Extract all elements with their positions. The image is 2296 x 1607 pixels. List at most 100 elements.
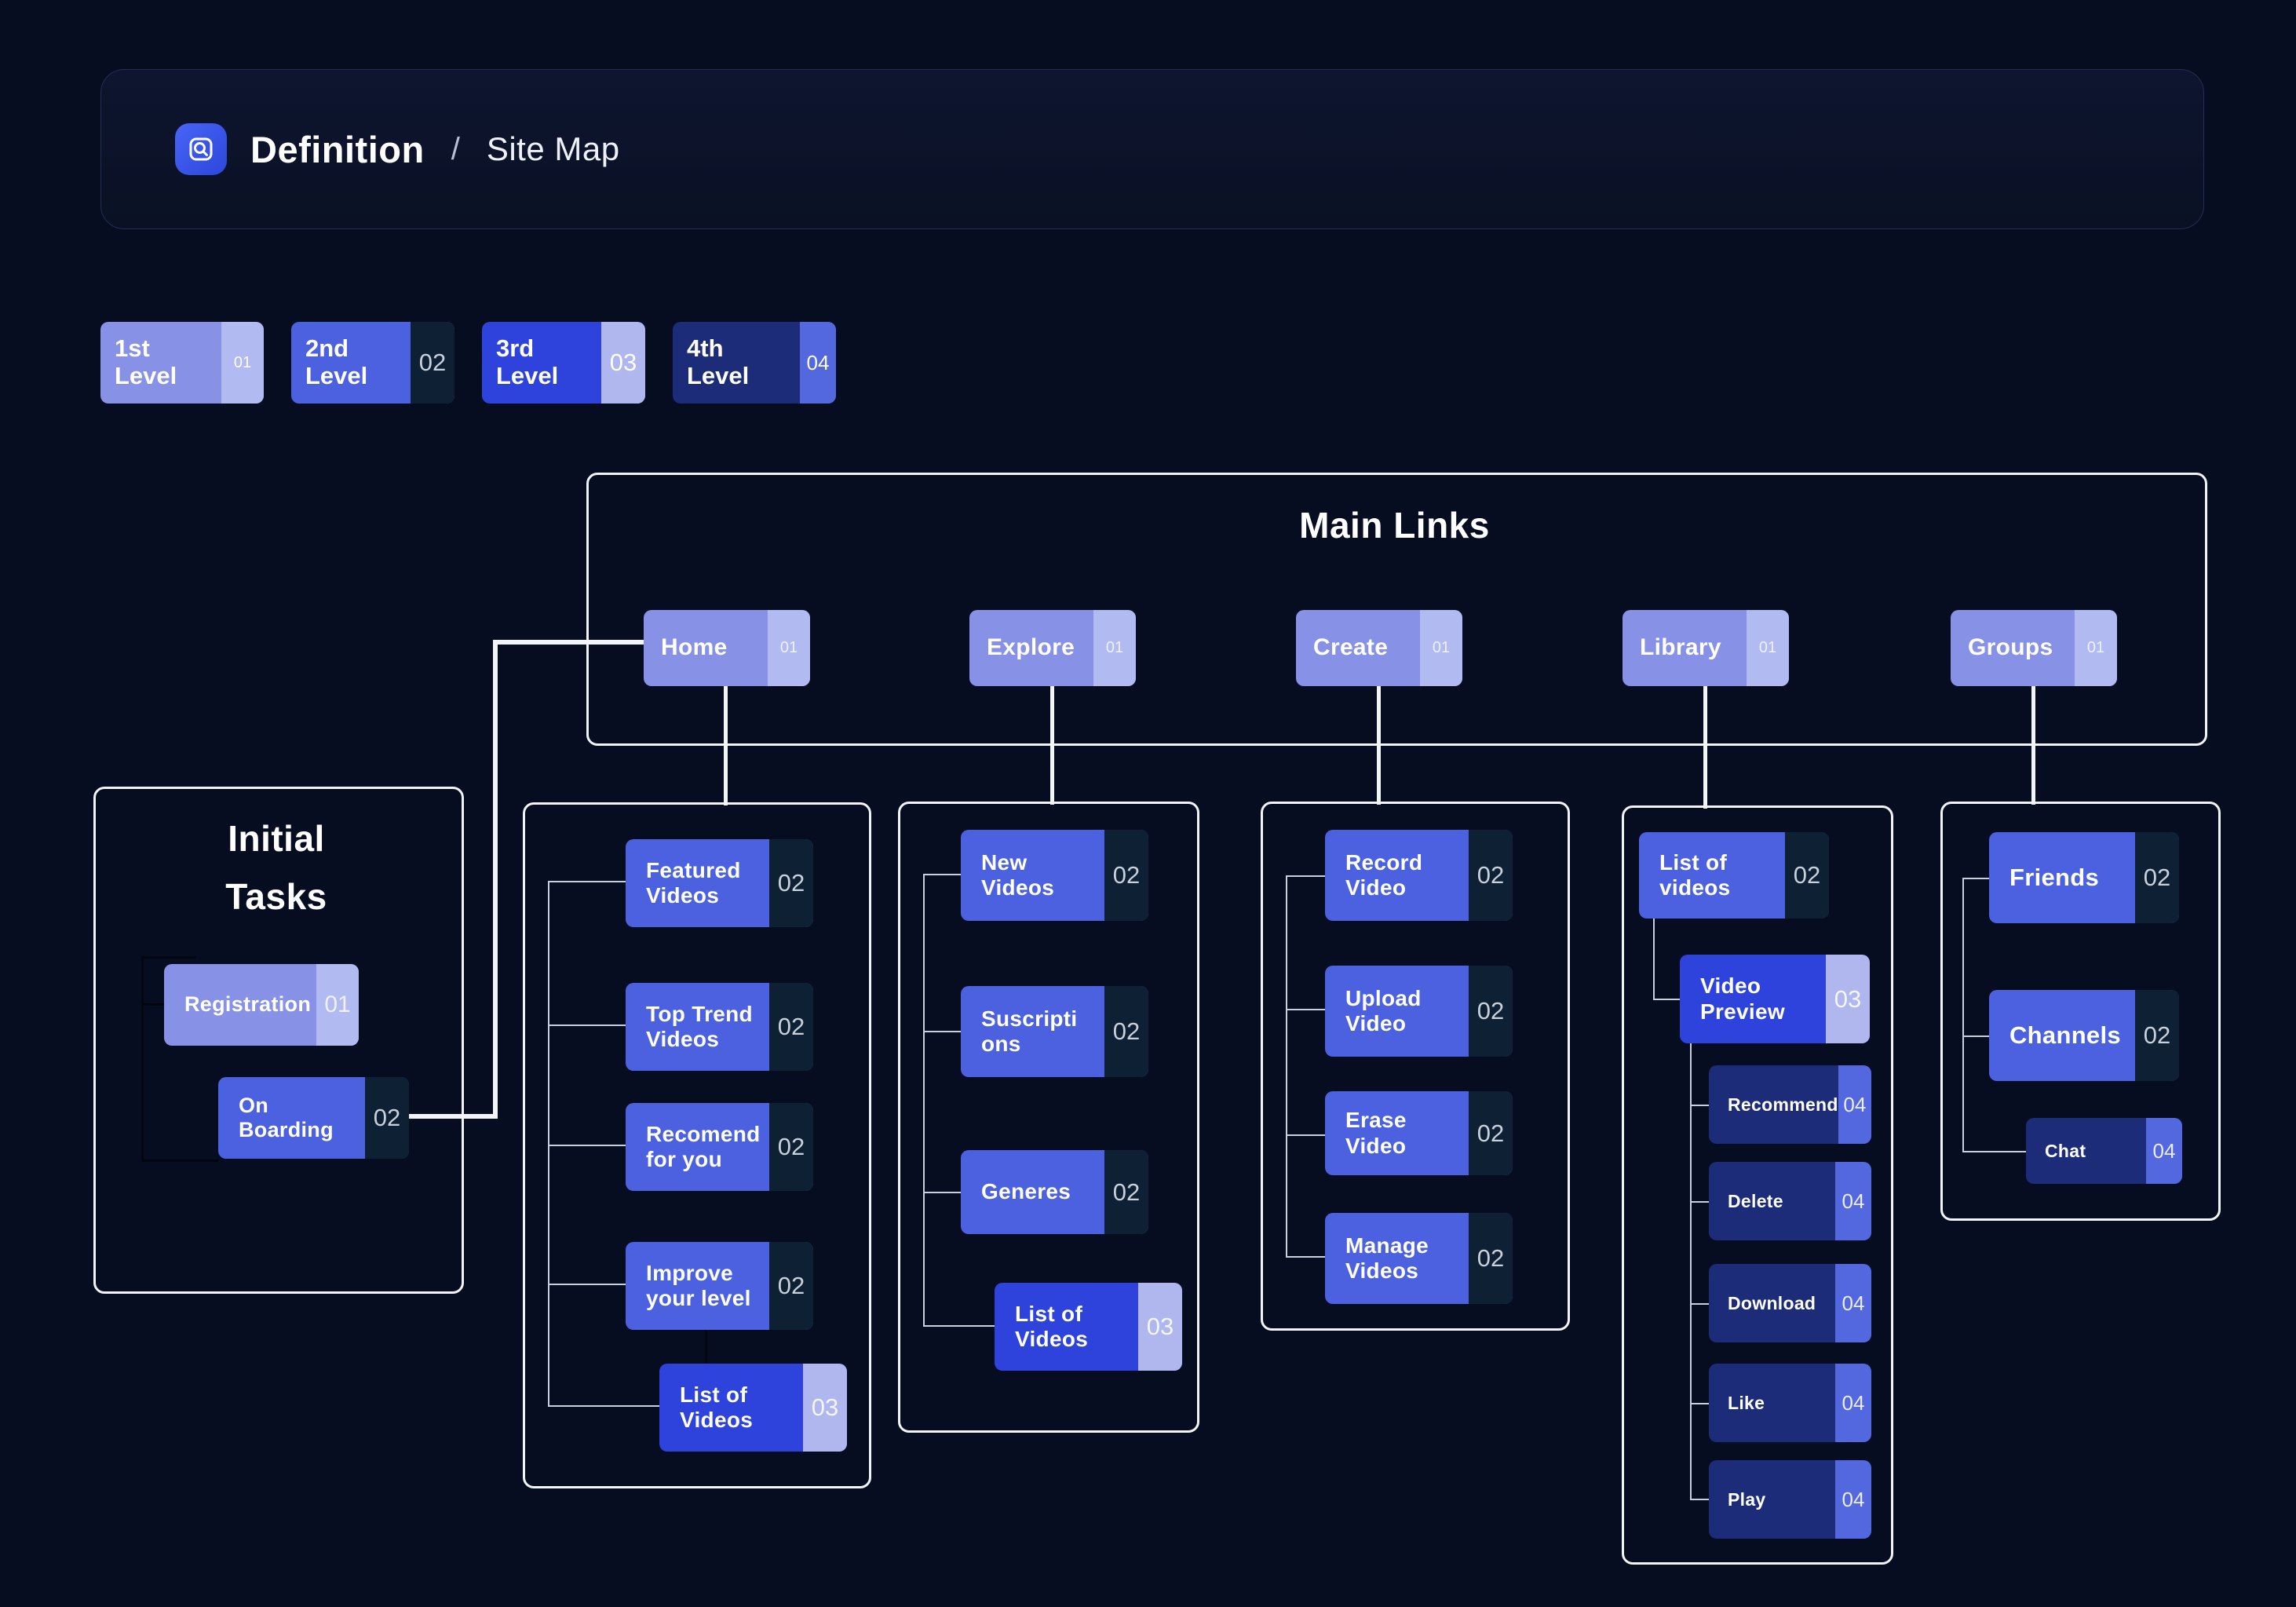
node-list-of-videos: List of videos 02 [1639,832,1829,919]
node-video-preview: Video Preview 03 [1680,955,1870,1043]
breadcrumb: Definition / Site Map [175,70,620,228]
main-links-title: Main Links [1299,505,1490,546]
node-label: Registration [184,992,312,1017]
home-branch-1 [548,881,626,882]
node-recommend: Recommend 04 [1709,1065,1871,1144]
node-label: Delete [1728,1190,1783,1211]
home-branch-2 [548,1024,626,1026]
node-level-badge: 02 [1469,966,1513,1057]
legend-label: 2nd Level [305,334,368,389]
initial-tasks-title: Initial Tasks [225,818,327,917]
create-group-frame [1261,802,1570,1331]
node-level-badge: 04 [1835,1364,1871,1442]
node-chat: Chat 04 [2026,1118,2182,1184]
node-level-badge: 03 [803,1364,847,1452]
legend-number: 03 [601,322,645,404]
page-title: Definition [250,128,425,170]
node-label: Chat [2045,1140,2086,1161]
node-label: Erase Video [1345,1108,1407,1158]
explore-branch-1 [923,874,961,875]
node-label: Record Video [1345,849,1423,900]
node-level-badge: 03 [1826,955,1870,1043]
node-level-badge: 02 [1469,1091,1513,1175]
node-level-badge: 02 [1104,986,1148,1077]
node-label: Download [1728,1292,1816,1313]
connector-dark-spine [141,956,144,1162]
initial-tasks-frame [93,787,464,1294]
node-label: Friends [2009,864,2100,892]
library-branch-play [1690,1499,1709,1500]
node-record-video: Record Video 02 [1325,830,1513,921]
node-upload-video: Upload Video 02 [1325,966,1513,1057]
node-improve-your-level: Improve your level 02 [626,1242,813,1330]
node-level-badge: 02 [769,983,813,1071]
node-label: On Boarding [239,1093,334,1141]
node-level-badge: 02 [769,839,813,927]
header-card: Definition / Site Map [100,69,2204,229]
connector-library-branch [1703,686,1707,809]
breadcrumb-separator: / [451,131,460,166]
library-branch-preview [1653,999,1680,1000]
library-branch-delete [1690,1201,1709,1203]
home-group-frame [523,802,871,1488]
connector-onboarding-horizontal [409,1114,498,1119]
node-level-badge: 02 [1104,1150,1148,1234]
connector-onboarding-to-home [493,640,645,645]
node-level-badge: 01 [316,964,359,1046]
node-label: List of videos [1659,849,1731,900]
node-label: List of Videos [1015,1301,1089,1351]
node-channels: Channels 02 [1989,990,2179,1081]
create-spine [1286,875,1287,1258]
node-label: Home [661,634,728,661]
node-manage-videos: Manage Videos 02 [1325,1213,1513,1304]
node-level-badge: 02 [2135,832,2179,923]
main-links-frame [586,473,2207,746]
node-home: Home 01 [644,610,810,686]
home-branch-5 [548,1405,659,1407]
explore-branch-3 [923,1192,961,1193]
node-level-badge: 01 [1093,610,1136,686]
explore-branch-4 [923,1325,995,1327]
node-label: Channels [2009,1021,2121,1050]
node-label: Recomend for you [646,1121,761,1171]
node-library: Library 01 [1623,610,1789,686]
node-level-badge: 01 [768,610,810,686]
connector-groups-branch [2031,686,2035,805]
node-delete: Delete 04 [1709,1162,1871,1240]
node-registration: Registration 01 [164,964,359,1046]
node-suscriptions: Suscripti ons 02 [961,986,1148,1077]
home-branch-3 [548,1145,626,1146]
node-download: Download 04 [1709,1264,1871,1342]
node-label: New Videos [981,849,1055,900]
node-label: Groups [1968,634,2053,661]
legend-level-1: 1st Level 01 [100,322,264,404]
node-level-badge: 01 [1420,610,1462,686]
node-label: Improve your level [646,1260,751,1310]
explore-group-frame [898,802,1199,1433]
node-level-badge: 04 [1835,1460,1871,1539]
node-label: Upload Video [1345,985,1422,1035]
create-branch-1 [1286,875,1325,877]
library-branch-download [1690,1303,1709,1305]
node-label: Create [1313,634,1389,661]
legend-level-2: 2nd Level 02 [291,322,454,404]
node-create: Create 01 [1296,610,1462,686]
node-level-badge: 02 [1104,830,1148,921]
create-branch-2 [1286,1009,1325,1010]
node-level-badge: 02 [365,1077,409,1159]
connector-explore-branch [1050,686,1054,805]
connector-dark-top [141,956,196,959]
search-document-icon [175,123,227,175]
node-home-list-of-videos: List of Videos 03 [659,1364,847,1452]
node-level-badge: 02 [1785,832,1829,919]
node-play: Play 04 [1709,1460,1871,1539]
node-level-badge: 02 [769,1103,813,1191]
connector-home-branch [724,686,728,805]
node-level-badge: 04 [2146,1118,2182,1184]
groups-spine [1962,878,1964,1152]
groups-branch-friends [1962,878,1989,879]
node-label: Recommend [1728,1094,1838,1115]
legend-number: 02 [411,322,454,404]
explore-spine [923,874,925,1327]
